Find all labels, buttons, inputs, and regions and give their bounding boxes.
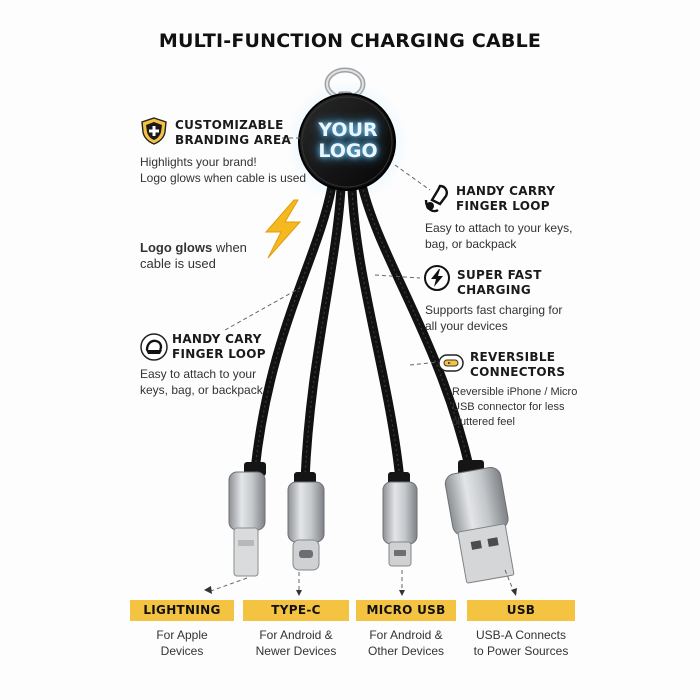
type-c-connector (287, 481, 325, 571)
glow-text: Logo glows when cable is used (140, 240, 247, 271)
branding-desc: Highlights your brand! Logo glows when c… (140, 155, 307, 185)
connector-micro-usb: MICRO USB For Android & Other Devices (356, 600, 456, 659)
lightning-bolt-icon (254, 198, 310, 260)
reversible-desc: Reversible iPhone / Micro USB connector … (452, 386, 578, 428)
glow-bold: Logo glows (140, 240, 213, 255)
connector-label: LIGHTNING (130, 600, 234, 621)
shield-plus-icon (139, 116, 169, 146)
finger-loop-icon (140, 333, 168, 361)
reversible-connector-icon (437, 350, 465, 376)
connector-label: TYPE-C (243, 600, 349, 621)
connector-desc: For Apple Devices (156, 628, 208, 658)
logo-disc (298, 93, 396, 191)
fast-charge-title: SUPER FAST CHARGING (457, 268, 542, 297)
connector-lightning: LIGHTNING For Apple Devices (130, 600, 234, 659)
finger-loop-carry-icon (420, 182, 452, 216)
connector-desc: For Android & Other Devices (367, 628, 445, 658)
fast-charge-desc: Supports fast charging for all your devi… (425, 303, 563, 333)
micro-usb-connector (382, 481, 418, 567)
page-title: MULTI-FUNCTION CHARGING CABLE (158, 30, 542, 52)
connector-desc: USB-A Connects to Power Sources (473, 628, 569, 658)
fast-charge-icon (423, 264, 451, 292)
loop-right-desc: Easy to attach to your keys, bag, or bac… (425, 221, 573, 251)
connector-usb: USB USB-A Connects to Power Sources (467, 600, 575, 659)
reversible-title: REVERSIBLE CONNECTORS (470, 350, 566, 379)
logo-line-2: LOGO (318, 140, 378, 162)
logo-text: YOUR LOGO (312, 120, 384, 162)
connector-label: MICRO USB (356, 600, 456, 621)
loop-left-desc: Easy to attach to your keys, bag, or bac… (140, 367, 263, 397)
connector-type-c: TYPE-C For Android & Newer Devices (243, 600, 349, 659)
logo-line-1: YOUR (318, 119, 378, 141)
connector-label: USB (467, 600, 575, 621)
branding-title: CUSTOMIZABLE BRANDING AREA (175, 118, 292, 147)
loop-right-title: HANDY CARRY FINGER LOOP (456, 184, 556, 213)
usb-a-connector (444, 466, 515, 584)
leader-lines (207, 137, 515, 593)
connector-desc: For Android & Newer Devices (255, 628, 337, 658)
loop-left-title: HANDY CARY FINGER LOOP (172, 332, 266, 361)
lightning-connector (228, 471, 266, 577)
